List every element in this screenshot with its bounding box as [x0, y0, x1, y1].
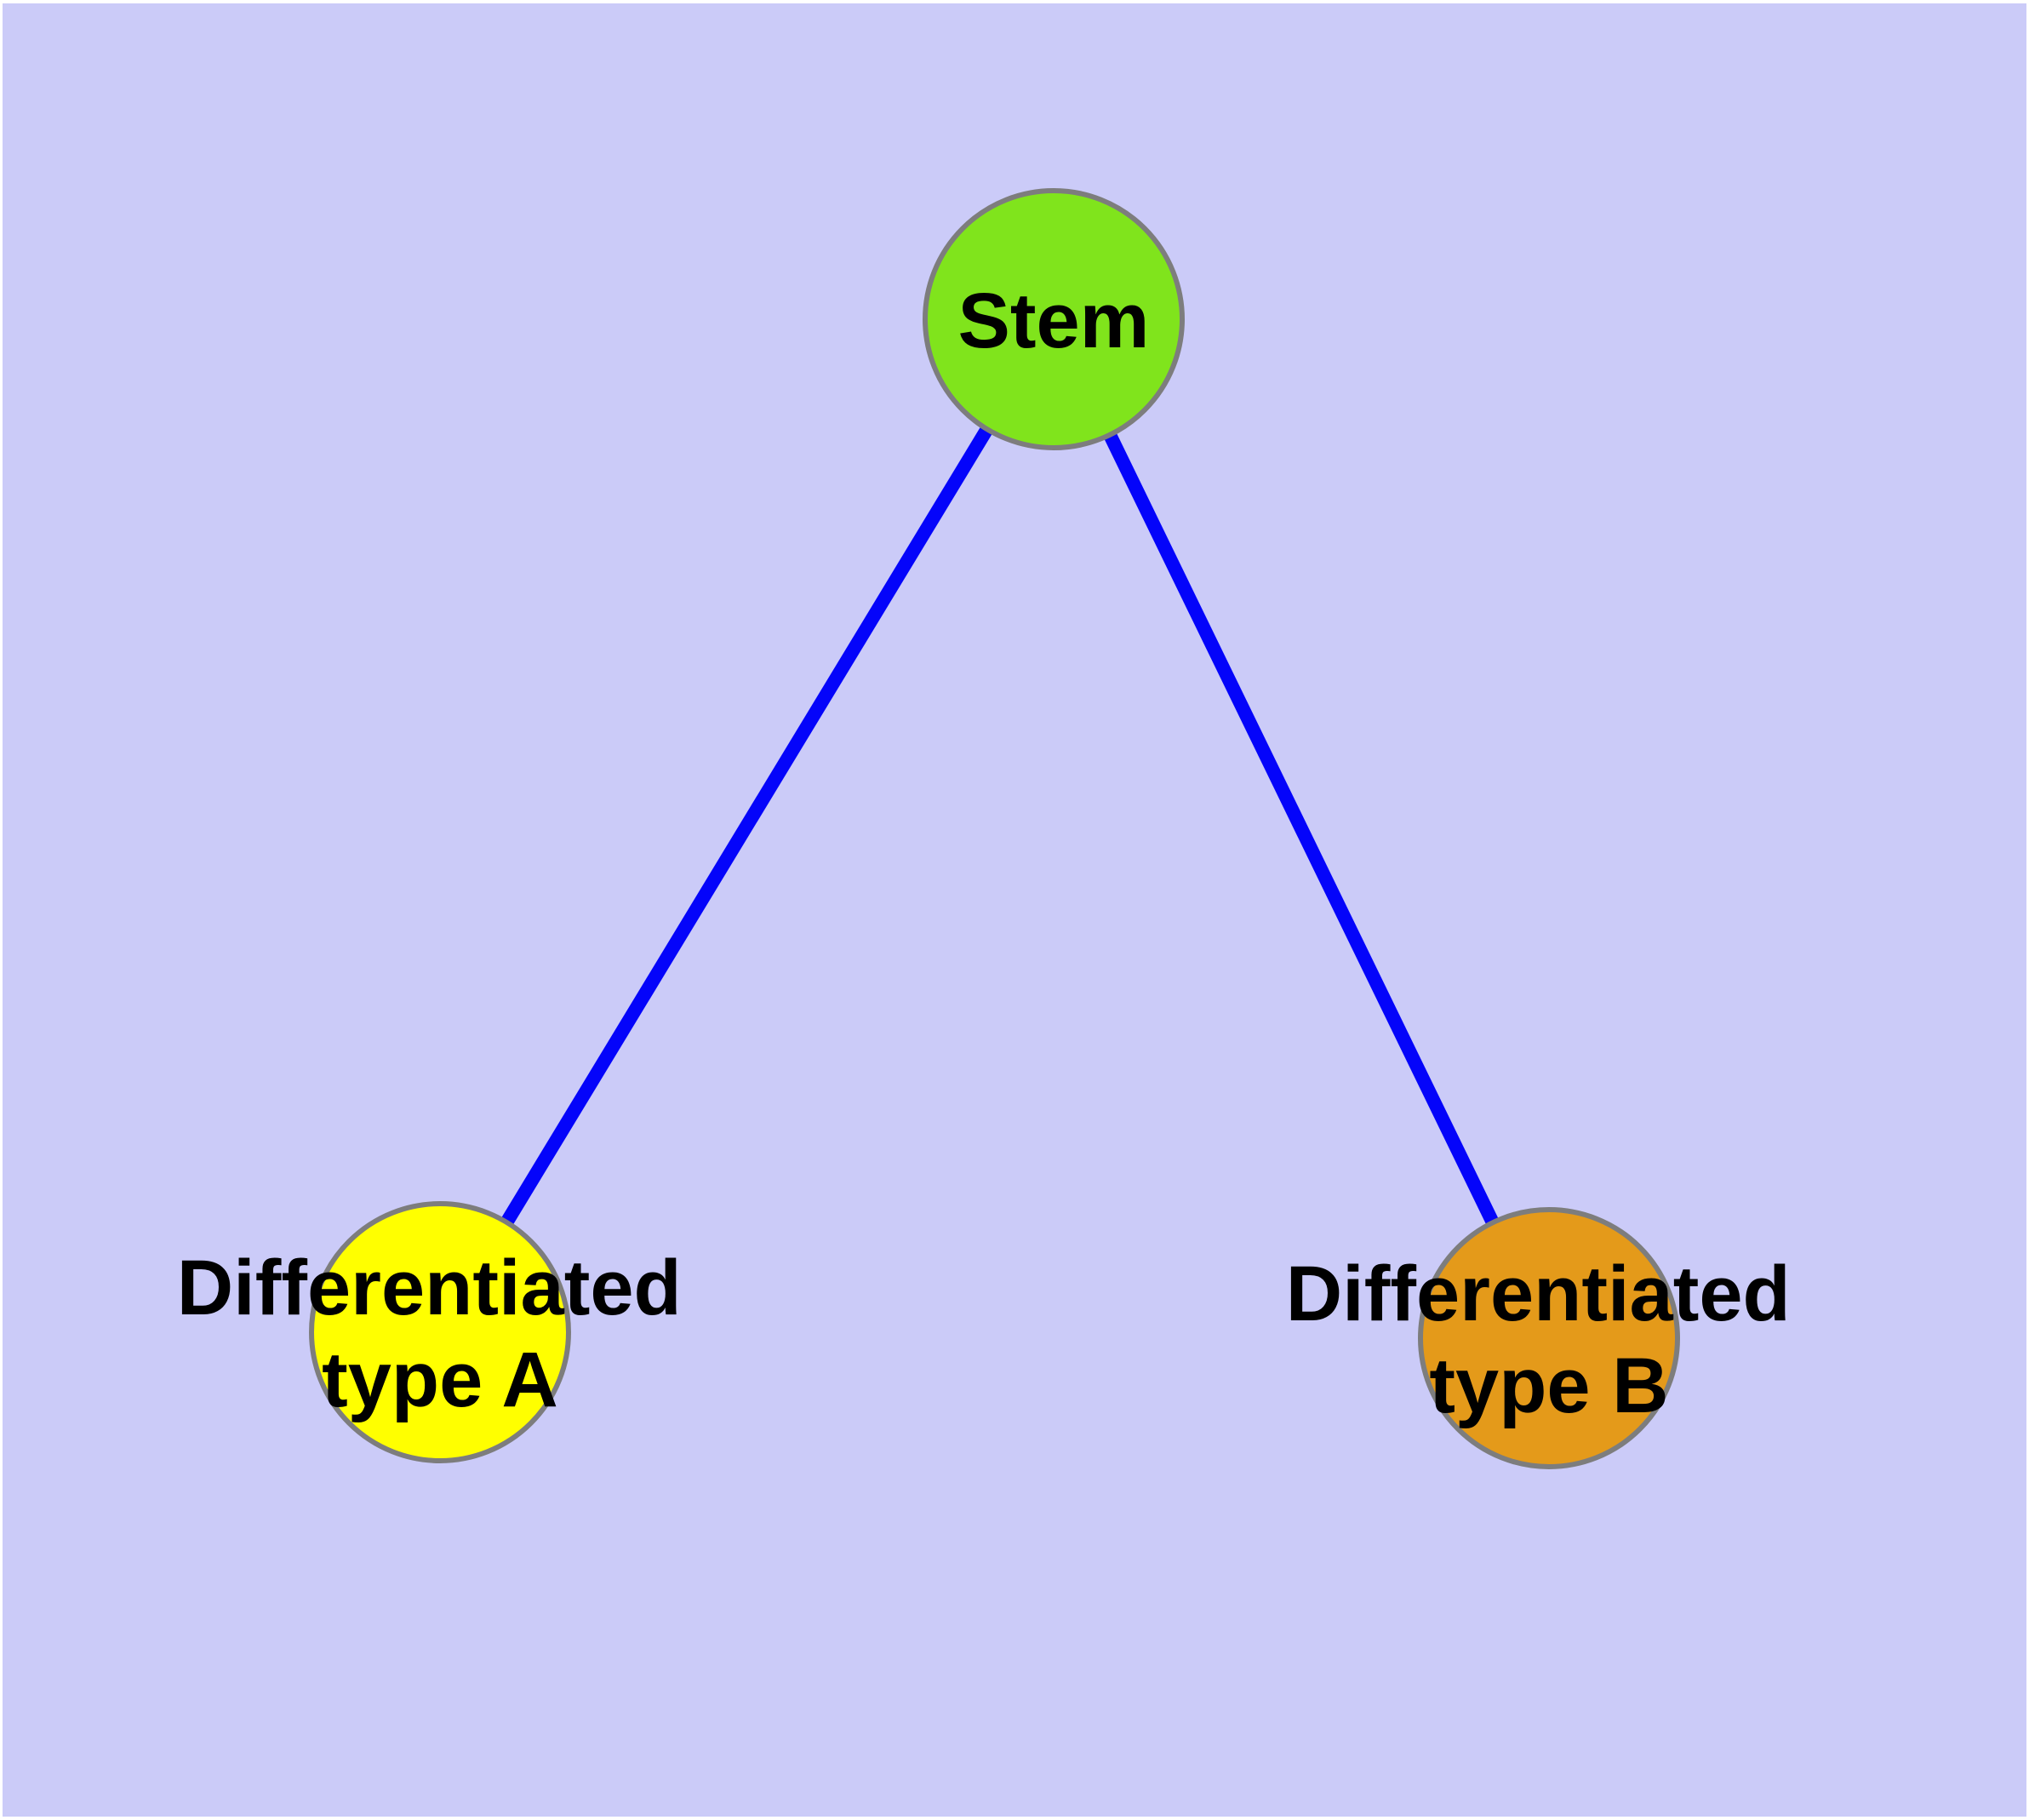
node-type-b-circle [1418, 1207, 1680, 1469]
node-stem-circle [923, 188, 1185, 450]
edge-stem-to-type-a [434, 315, 1060, 1336]
node-type-a-circle [309, 1201, 571, 1463]
edge-stem-to-type-b [1047, 316, 1556, 1342]
node-type-a-label-line2: type A [322, 1336, 558, 1423]
node-type-b-label: Differentiated type B [1286, 1251, 1813, 1429]
node-stem-label: Stem [958, 278, 1150, 364]
node-type-b-label-line2: type B [1429, 1342, 1668, 1429]
node-type-a-label-line1: Differentiated [177, 1245, 682, 1331]
node-type-a-label: Differentiated type A [177, 1245, 704, 1423]
node-type-b-label-line1: Differentiated [1286, 1251, 1791, 1337]
